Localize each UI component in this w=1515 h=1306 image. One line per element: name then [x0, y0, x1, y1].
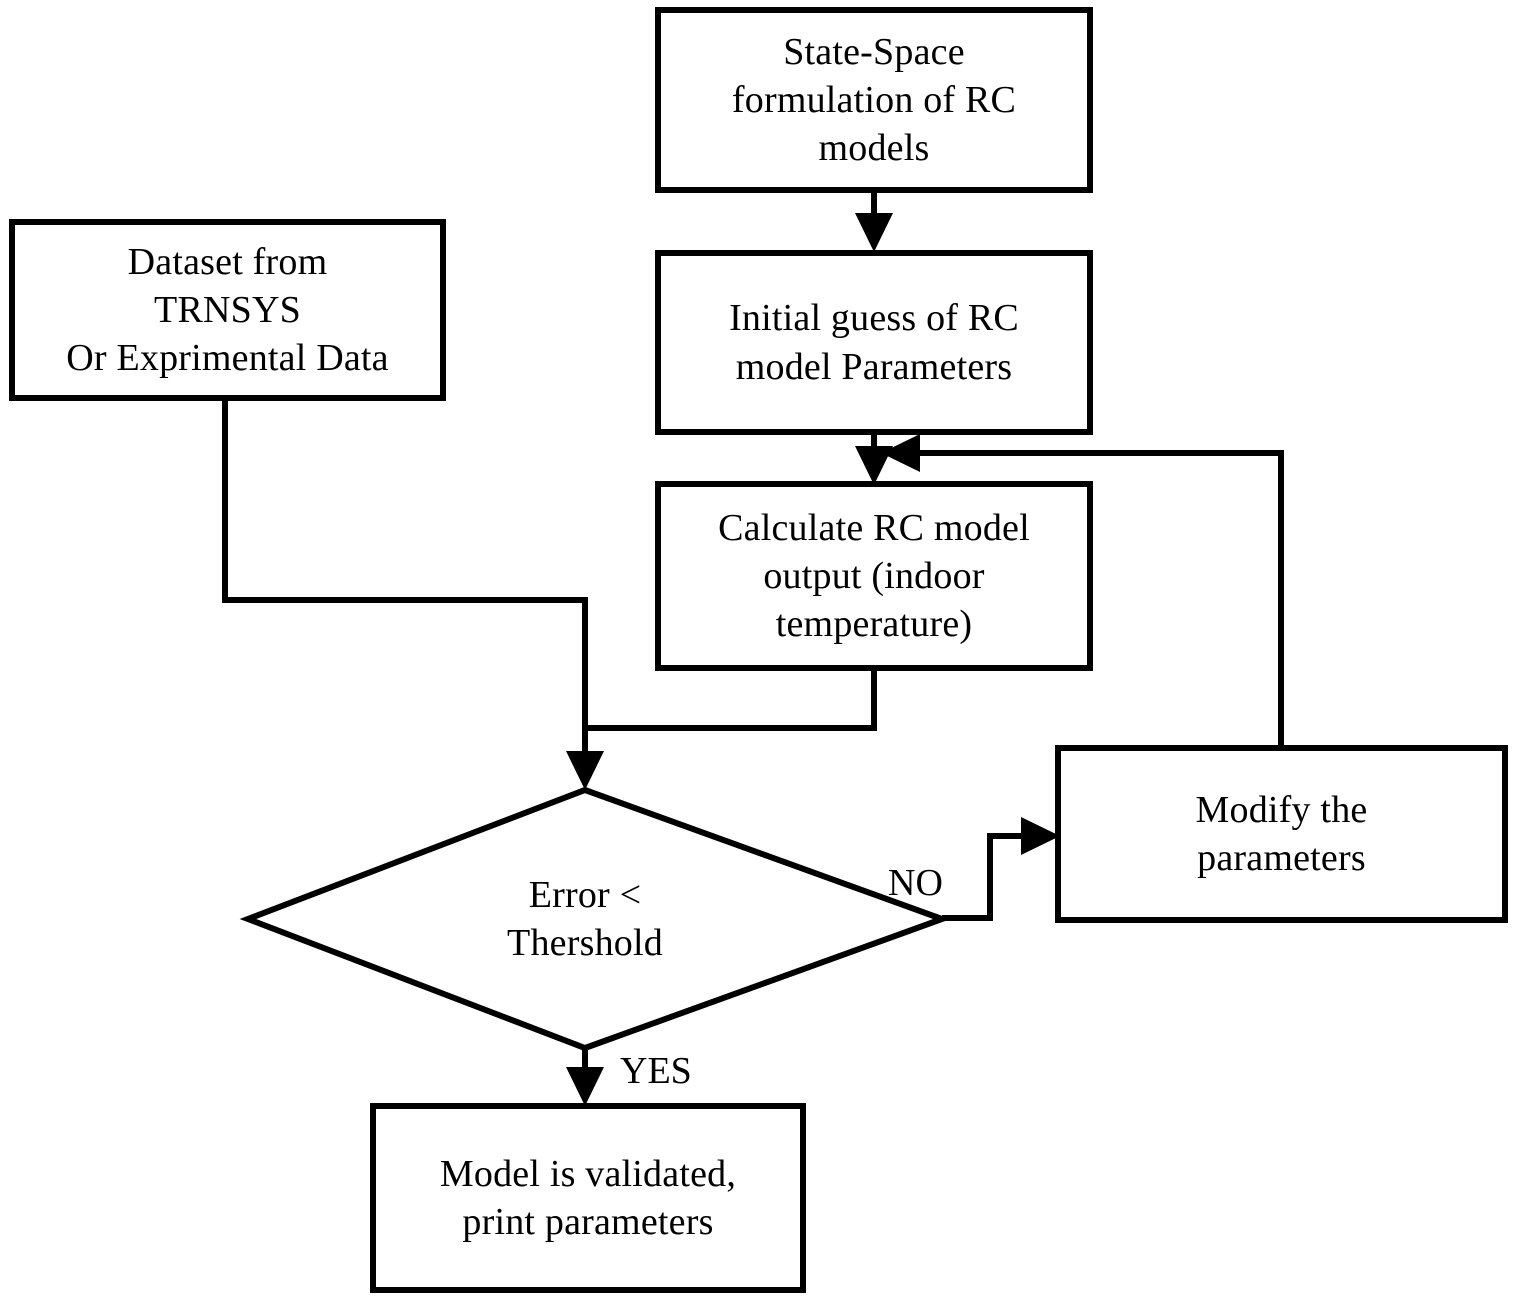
edge-modify-to-calculate-feedback	[881, 434, 1284, 748]
node-calculate-output[interactable]	[655, 481, 1093, 671]
edge-decision-yes-to-validated	[566, 1048, 604, 1106]
edge-dataset-to-decision	[222, 398, 588, 762]
node-dataset[interactable]	[9, 219, 446, 401]
node-decision-error-threshold[interactable]	[239, 786, 951, 1052]
node-state-space[interactable]	[655, 7, 1093, 193]
edge-decision-no-to-modify	[942, 817, 1060, 921]
node-modify-parameters[interactable]	[1055, 745, 1508, 923]
node-initial-guess[interactable]	[655, 250, 1093, 435]
edge-calculate-to-decision	[566, 668, 877, 790]
node-model-validated[interactable]	[370, 1103, 806, 1293]
edge-state-space-to-initial-guess	[855, 190, 893, 252]
edge-initial-guess-to-calculate	[855, 432, 893, 485]
